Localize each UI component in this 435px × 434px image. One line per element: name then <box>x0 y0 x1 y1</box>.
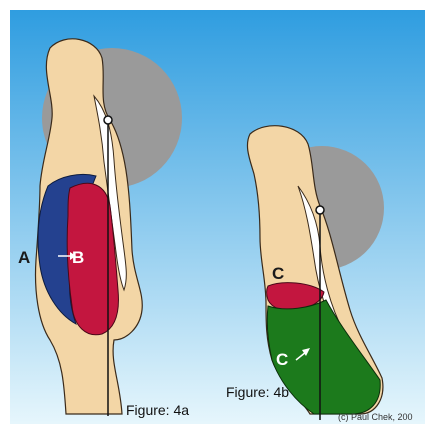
label-b: B <box>72 248 84 268</box>
figure-4a-pivot <box>104 116 112 124</box>
caption-figure-4b: Figure: 4b <box>226 384 289 400</box>
copyright-credit: (c) Paul Chek, 200 <box>338 412 413 422</box>
figure-4b-pivot <box>316 206 324 214</box>
label-c-top: C <box>272 264 284 284</box>
diagram-scene: A B C C Figure: 4a Figure: 4b (c) Paul C… <box>10 10 425 424</box>
caption-figure-4a: Figure: 4a <box>126 402 189 418</box>
posture-illustration <box>10 10 425 424</box>
label-a: A <box>18 248 30 268</box>
label-c-bottom: C <box>276 350 288 370</box>
